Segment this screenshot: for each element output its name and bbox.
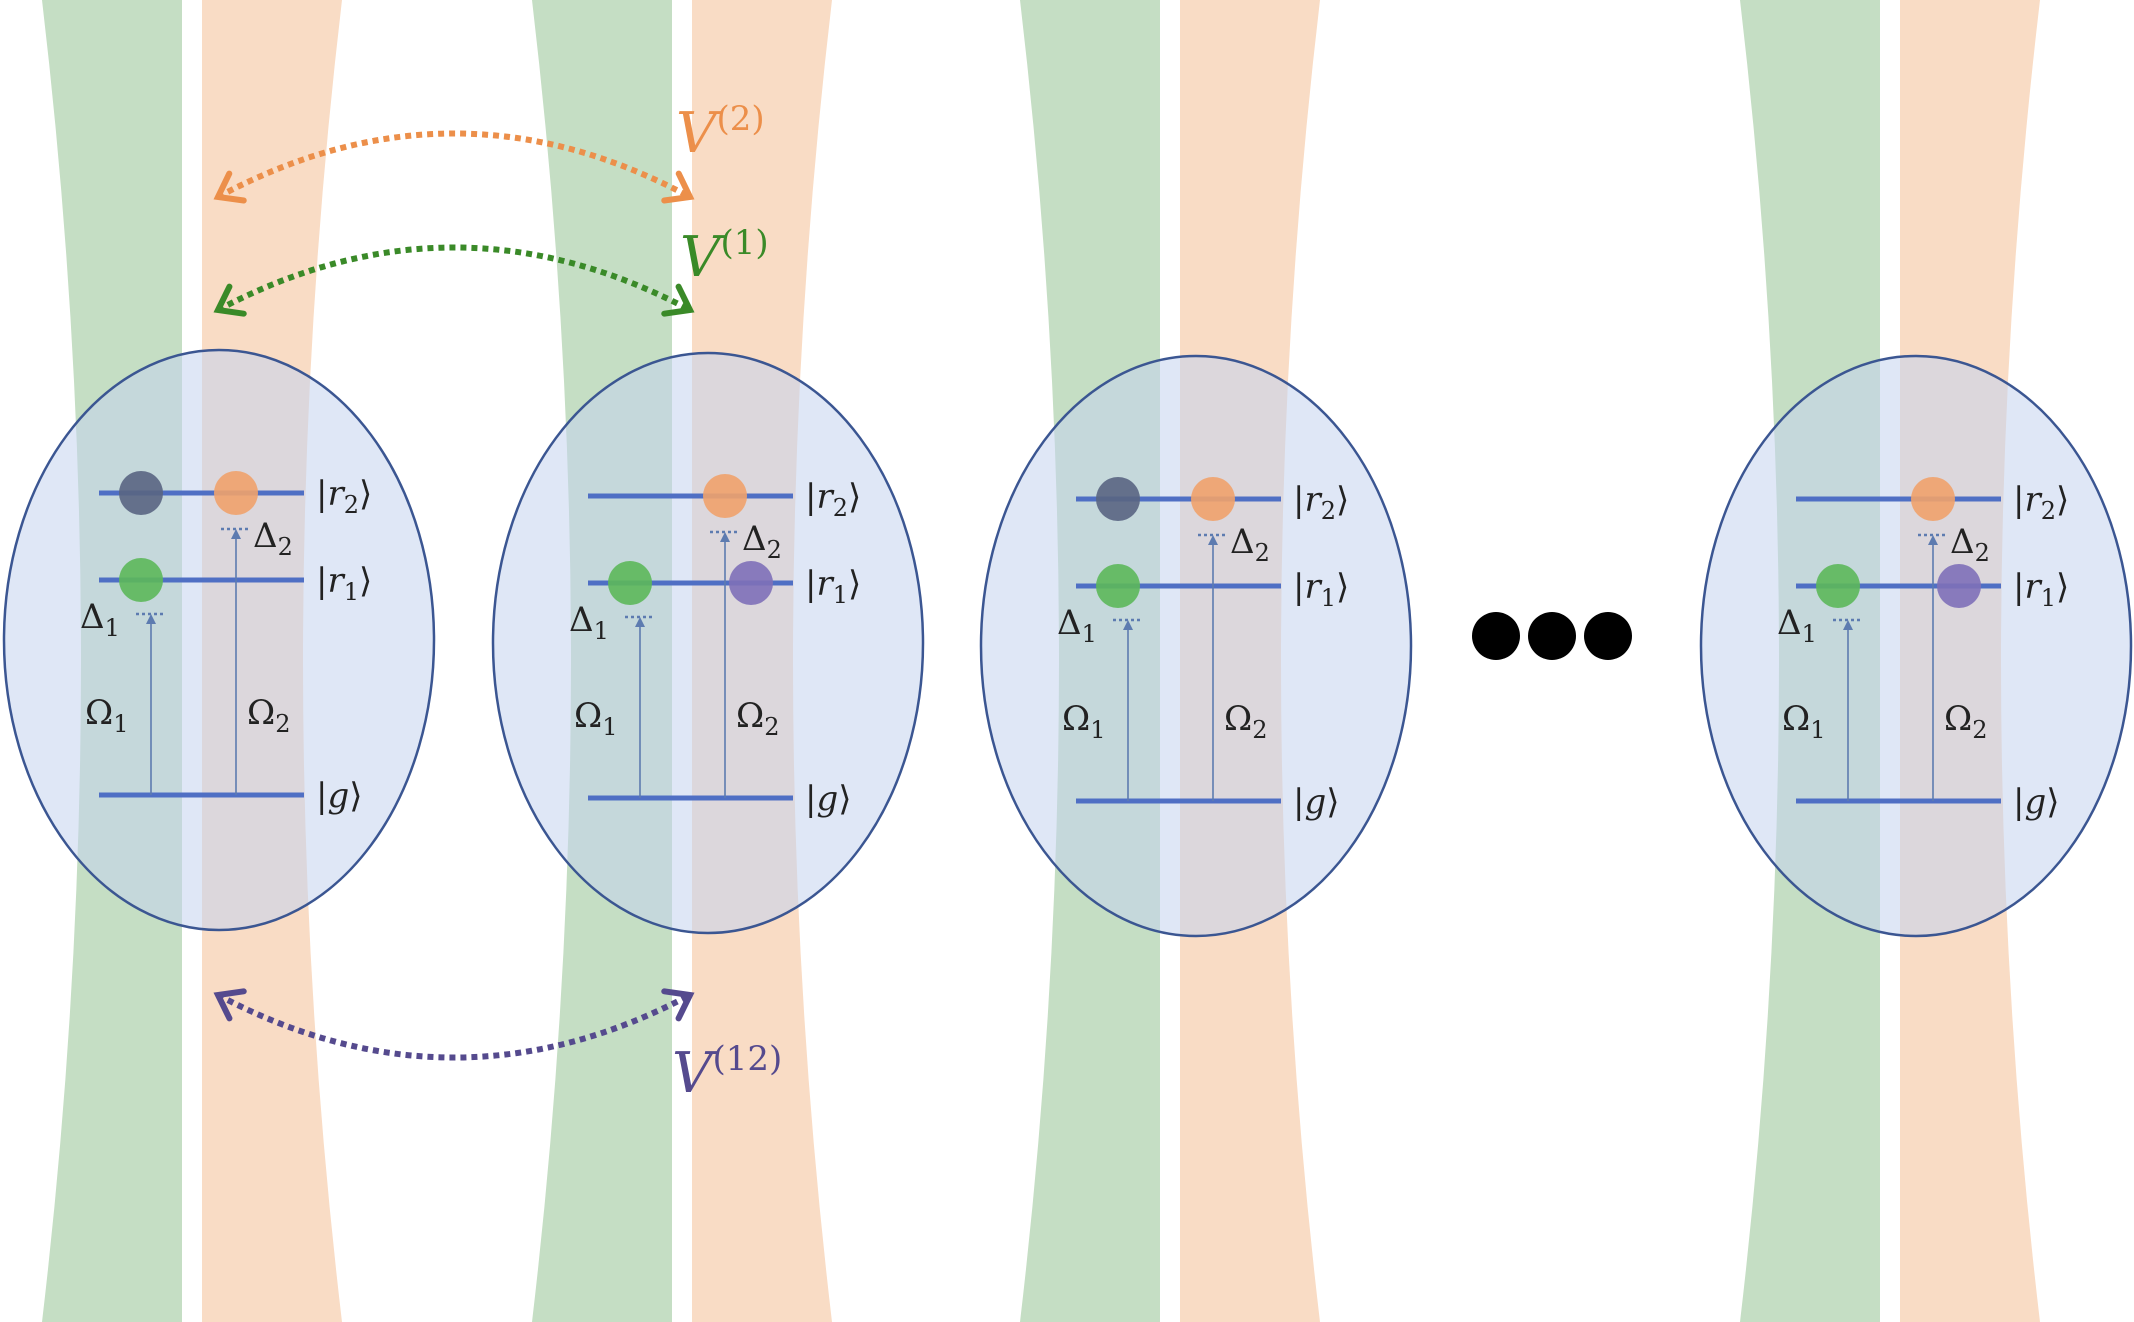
v12-arrow-path xyxy=(216,992,692,1061)
v1-arrow-arrowhead-left xyxy=(213,283,247,317)
ellipsis-dot-3 xyxy=(1584,612,1632,660)
omega1-label: Ω1 xyxy=(574,696,617,741)
omega2-label: Ω2 xyxy=(247,693,290,738)
omega1-label: Ω1 xyxy=(85,693,128,738)
omega1-arrowhead xyxy=(635,617,645,627)
v1-arrow-arrowhead-right xyxy=(661,283,695,317)
ket-g-label: |g⟩ xyxy=(316,776,363,816)
delta1-label: Δ1 xyxy=(1057,603,1097,648)
atom-r1-orange xyxy=(729,561,773,605)
v2-arrow-arrowhead-left xyxy=(213,170,247,204)
atom-r2-orange xyxy=(1191,477,1235,521)
atom-r1-green xyxy=(608,561,652,605)
ket-r1-label: |r1⟩ xyxy=(2013,567,2069,612)
atom-r1-green xyxy=(1816,564,1860,608)
v1-arrow-path xyxy=(216,244,692,313)
omega2-label: Ω2 xyxy=(736,696,779,741)
omega1-arrowhead xyxy=(1843,620,1853,630)
atom-r2-orange xyxy=(214,471,258,515)
atom-r1-green xyxy=(119,558,163,602)
v12-arrow-arrowhead-right xyxy=(661,988,695,1022)
v12-arrow xyxy=(213,988,695,1061)
ellipsis-dots xyxy=(1472,612,1632,660)
v1-label: V(1) xyxy=(680,223,769,290)
omega2-label: Ω2 xyxy=(1944,699,1987,744)
delta1-label: Δ1 xyxy=(1777,603,1817,648)
omega2-arrowhead xyxy=(1928,535,1938,545)
v2-arrow-arrowhead-right xyxy=(661,170,695,204)
v12-label: V(12) xyxy=(672,1039,782,1106)
delta2-label: Δ2 xyxy=(253,516,293,561)
delta2-label: Δ2 xyxy=(742,519,782,564)
atom-r2-green xyxy=(1096,477,1140,521)
v1-arrow xyxy=(213,244,695,317)
omega1-arrowhead xyxy=(146,614,156,624)
atom-site-ellipse-1 xyxy=(2,348,436,932)
ket-r2-label: |r2⟩ xyxy=(316,474,372,519)
omega1-arrowhead xyxy=(1123,620,1133,630)
ket-r2-label: |r2⟩ xyxy=(805,477,861,522)
ket-r1-label: |r1⟩ xyxy=(805,564,861,609)
atom-r2-orange xyxy=(1911,477,1955,521)
ellipsis-dot-1 xyxy=(1472,612,1520,660)
omega1-label: Ω1 xyxy=(1062,699,1105,744)
omega2-arrowhead xyxy=(720,532,730,542)
ket-g-label: |g⟩ xyxy=(805,779,852,819)
atom-site-ellipse-2 xyxy=(491,351,925,935)
omega2-arrowhead xyxy=(231,529,241,539)
interaction-arrows-layer: V(2) V(1) V(12) xyxy=(213,99,782,1106)
omega2-arrowhead xyxy=(1208,535,1218,545)
ellipsis-dot-2 xyxy=(1528,612,1576,660)
ket-r2-label: |r2⟩ xyxy=(2013,480,2069,525)
atom-r2-green xyxy=(119,471,163,515)
ket-r2-label: |r2⟩ xyxy=(1293,480,1349,525)
v2-arrow xyxy=(213,130,695,204)
atom-site-ellipse-3 xyxy=(979,354,1413,938)
delta2-label: Δ2 xyxy=(1230,522,1270,567)
omega1-label: Ω1 xyxy=(1782,699,1825,744)
atom-site-ellipse-4 xyxy=(1699,354,2133,938)
omega2-label: Ω2 xyxy=(1224,699,1267,744)
ket-r1-label: |r1⟩ xyxy=(316,561,372,606)
delta1-label: Δ1 xyxy=(80,597,120,642)
delta2-label: Δ2 xyxy=(1950,522,1990,567)
ket-g-label: |g⟩ xyxy=(1293,782,1340,822)
atom-r2-orange xyxy=(703,474,747,518)
ket-g-label: |g⟩ xyxy=(2013,782,2060,822)
ket-r1-label: |r1⟩ xyxy=(1293,567,1349,612)
delta1-label: Δ1 xyxy=(569,600,609,645)
atom-r1-green xyxy=(1096,564,1140,608)
v12-arrow-arrowhead-left xyxy=(213,988,247,1022)
atom-r1-orange xyxy=(1937,564,1981,608)
v2-label: V(2) xyxy=(676,99,765,166)
v2-arrow-path xyxy=(216,130,692,200)
